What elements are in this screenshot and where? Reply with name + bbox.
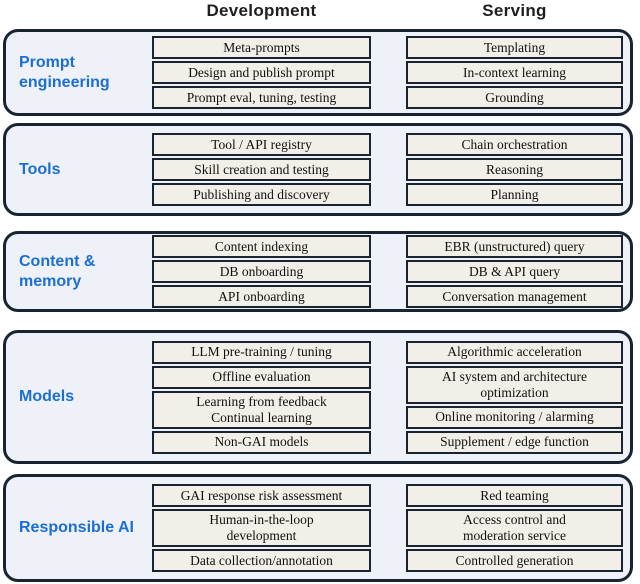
column-header-serving: Serving <box>482 1 547 20</box>
capability-box: Non-GAI models <box>152 430 371 454</box>
dev-column: LLM pre-training / tuning Offline evalua… <box>152 340 371 454</box>
capability-box: Grounding <box>406 86 623 109</box>
capability-box: Reasoning <box>406 158 623 181</box>
serving-column: Red teaming Access control and moderatio… <box>406 484 623 572</box>
capability-box: Data collection/annotation <box>152 549 371 572</box>
section-models: Models LLM pre-training / tuning Offline… <box>3 330 633 464</box>
section-tools: Tools Tool / API registry Skill creation… <box>3 123 633 216</box>
capability-box: Supplement / edge function <box>406 430 623 454</box>
capability-box: Meta-prompts <box>152 36 371 59</box>
capability-box: Content indexing <box>152 235 371 258</box>
capability-box: API onboarding <box>152 285 371 308</box>
capability-box: Planning <box>406 183 623 206</box>
capability-box: LLM pre-training / tuning <box>152 340 371 364</box>
row-label-content-memory: Content & memory <box>19 253 96 290</box>
column-header-development: Development <box>206 1 317 20</box>
section-prompt-engineering: Prompt engineering Meta-prompts Design a… <box>3 29 633 116</box>
section-content-memory: Content & memory Content indexing DB onb… <box>3 231 633 312</box>
dev-column: GAI response risk assessment Human-in-th… <box>152 484 371 572</box>
dev-column: Meta-prompts Design and publish prompt P… <box>152 36 371 109</box>
capability-box: Offline evaluation <box>152 365 371 389</box>
dev-column: Tool / API registry Skill creation and t… <box>152 133 371 206</box>
section-responsible-ai: Responsible AI GAI response risk assessm… <box>3 474 633 582</box>
capability-box: Online monitoring / alarming <box>406 405 623 429</box>
row-label-models: Models <box>19 388 75 406</box>
row-label-prompt-engineering: Prompt engineering <box>19 54 110 91</box>
capability-box: GAI response risk assessment <box>152 484 371 507</box>
capability-box: Tool / API registry <box>152 133 371 156</box>
dev-column: Content indexing DB onboarding API onboa… <box>152 235 371 308</box>
capability-box: DB onboarding <box>152 260 371 283</box>
capability-box: Prompt eval, tuning, testing <box>152 86 371 109</box>
capability-box: Publishing and discovery <box>152 183 371 206</box>
row-label-responsible-ai: Responsible AI <box>19 519 134 537</box>
capability-box: EBR (unstructured) query <box>406 235 623 258</box>
row-label-tools: Tools <box>19 160 61 178</box>
capability-box: Learning from feedback Continual learnin… <box>152 390 371 429</box>
capability-box: Chain orchestration <box>406 133 623 156</box>
capability-box: Conversation management <box>406 285 623 308</box>
capability-box: Algorithmic acceleration <box>406 340 623 364</box>
serving-column: Templating In-context learning Grounding <box>406 36 623 109</box>
serving-column: Algorithmic acceleration AI system and a… <box>406 340 623 454</box>
capability-box: Red teaming <box>406 484 623 507</box>
capability-box: Design and publish prompt <box>152 61 371 84</box>
capability-box: DB & API query <box>406 260 623 283</box>
capability-box: Templating <box>406 36 623 59</box>
capability-box: AI system and architecture optimization <box>406 365 623 404</box>
capability-box: Access control and moderation service <box>406 509 623 547</box>
capability-box: In-context learning <box>406 61 623 84</box>
serving-column: Chain orchestration Reasoning Planning <box>406 133 623 206</box>
capability-box: Controlled generation <box>406 549 623 572</box>
serving-column: EBR (unstructured) query DB & API query … <box>406 235 623 308</box>
capability-box: Skill creation and testing <box>152 158 371 181</box>
capability-box: Human-in-the-loop development <box>152 509 371 547</box>
